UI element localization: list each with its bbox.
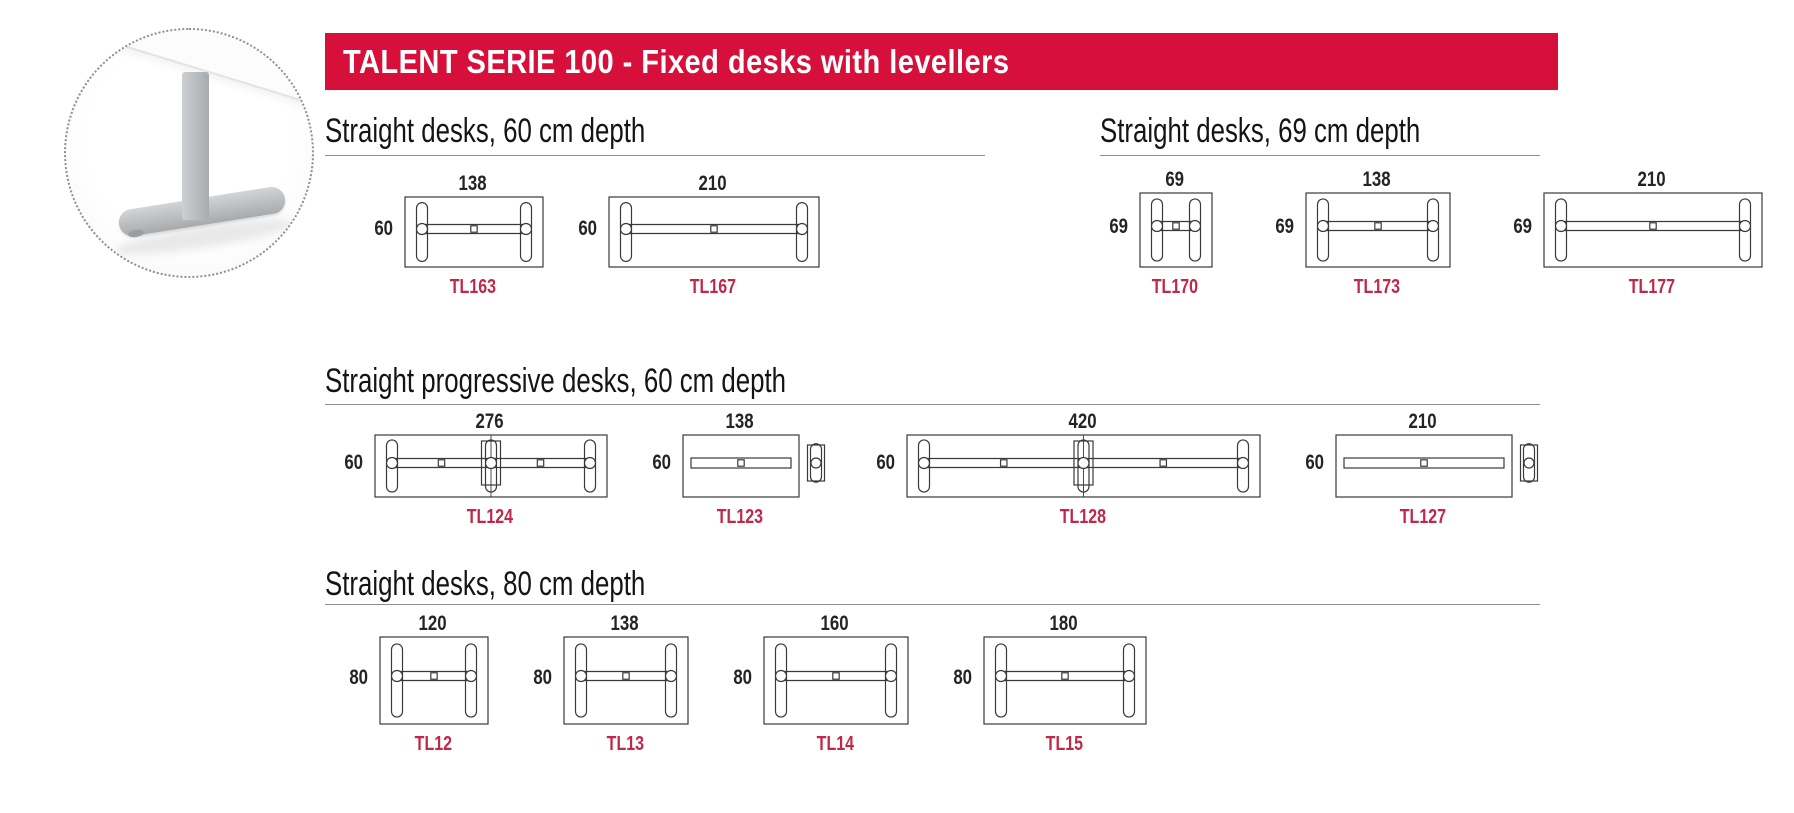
- depth-dimension-label: 69: [1108, 215, 1128, 238]
- desk-frame-drawing: [1305, 192, 1451, 268]
- width-dimension-label: 210: [698, 172, 728, 195]
- depth-dimension-label: 80: [952, 665, 972, 689]
- width-dimension-label: 120: [418, 612, 448, 635]
- desk-frame-drawing: [563, 636, 689, 725]
- depth-dimension-label: 80: [732, 665, 752, 689]
- depth-dimension-label: 60: [1304, 451, 1324, 474]
- leg-column: [182, 72, 209, 220]
- width-dimension-label: 420: [1068, 410, 1097, 433]
- depth-dimension-label: 60: [651, 451, 671, 474]
- desk-frame-drawing: [374, 434, 608, 498]
- desk-frame-drawing: [763, 636, 909, 725]
- product-code: TL167: [689, 276, 737, 298]
- heading-rule: [325, 155, 985, 156]
- desk-frame-drawing: [906, 434, 1261, 498]
- depth-dimension-label: 69: [1274, 215, 1294, 238]
- depth-dimension-label: 69: [1512, 215, 1532, 238]
- section-heading: Straight desks, 69 cm depth: [1100, 112, 1421, 150]
- desk-frame-drawing: [1335, 434, 1539, 498]
- series-title: TALENT SERIE 100 - Fixed desks with leve…: [343, 42, 1010, 80]
- width-dimension-label: 138: [725, 410, 755, 433]
- desk-frame-drawing: [1139, 192, 1213, 268]
- width-dimension-label: 160: [820, 612, 850, 635]
- product-code: TL177: [1628, 276, 1676, 298]
- depth-dimension-label: 80: [532, 665, 552, 689]
- product-code: TL123: [716, 506, 764, 528]
- heading-rule: [325, 404, 1540, 405]
- product-code: TL127: [1399, 506, 1447, 528]
- heading-rule: [1100, 155, 1540, 156]
- width-dimension-label: 210: [1637, 168, 1667, 191]
- product-code: TL15: [1045, 733, 1083, 755]
- desk-frame-drawing: [682, 434, 826, 498]
- product-code: TL13: [606, 733, 644, 755]
- heading-rule: [325, 604, 1540, 605]
- depth-dimension-label: 60: [875, 451, 895, 474]
- width-dimension-label: 210: [1408, 410, 1438, 433]
- product-code: TL14: [816, 733, 854, 755]
- product-code: TL163: [449, 276, 497, 298]
- depth-dimension-label: 60: [373, 217, 393, 240]
- depth-dimension-label: 60: [343, 451, 363, 474]
- product-code: TL173: [1353, 276, 1401, 298]
- series-banner: TALENT SERIE 100 - Fixed desks with leve…: [325, 33, 1558, 90]
- product-code: TL12: [414, 733, 452, 755]
- width-dimension-label: 138: [458, 172, 488, 195]
- desk-frame-drawing: [404, 196, 544, 268]
- width-dimension-label: 138: [1362, 168, 1392, 191]
- depth-dimension-label: 80: [348, 665, 368, 689]
- section-heading: Straight desks, 60 cm depth: [325, 112, 646, 150]
- desk-frame-drawing: [983, 636, 1147, 725]
- desk-leg-photo: [64, 28, 314, 278]
- desk-top-surface: [106, 30, 312, 118]
- width-dimension-label: 138: [610, 612, 640, 635]
- width-dimension-label: 276: [475, 410, 505, 433]
- width-dimension-label: 180: [1049, 612, 1079, 635]
- section-heading: Straight desks, 80 cm depth: [325, 565, 646, 603]
- product-code: TL128: [1059, 506, 1106, 528]
- desk-frame-drawing: [379, 636, 489, 725]
- section-heading: Straight progressive desks, 60 cm depth: [325, 362, 787, 400]
- product-code: TL124: [466, 506, 514, 528]
- depth-dimension-label: 60: [577, 217, 597, 240]
- width-dimension-label: 69: [1165, 168, 1185, 191]
- product-code: TL170: [1151, 276, 1199, 298]
- desk-frame-drawing: [608, 196, 820, 268]
- desk-frame-drawing: [1543, 192, 1763, 268]
